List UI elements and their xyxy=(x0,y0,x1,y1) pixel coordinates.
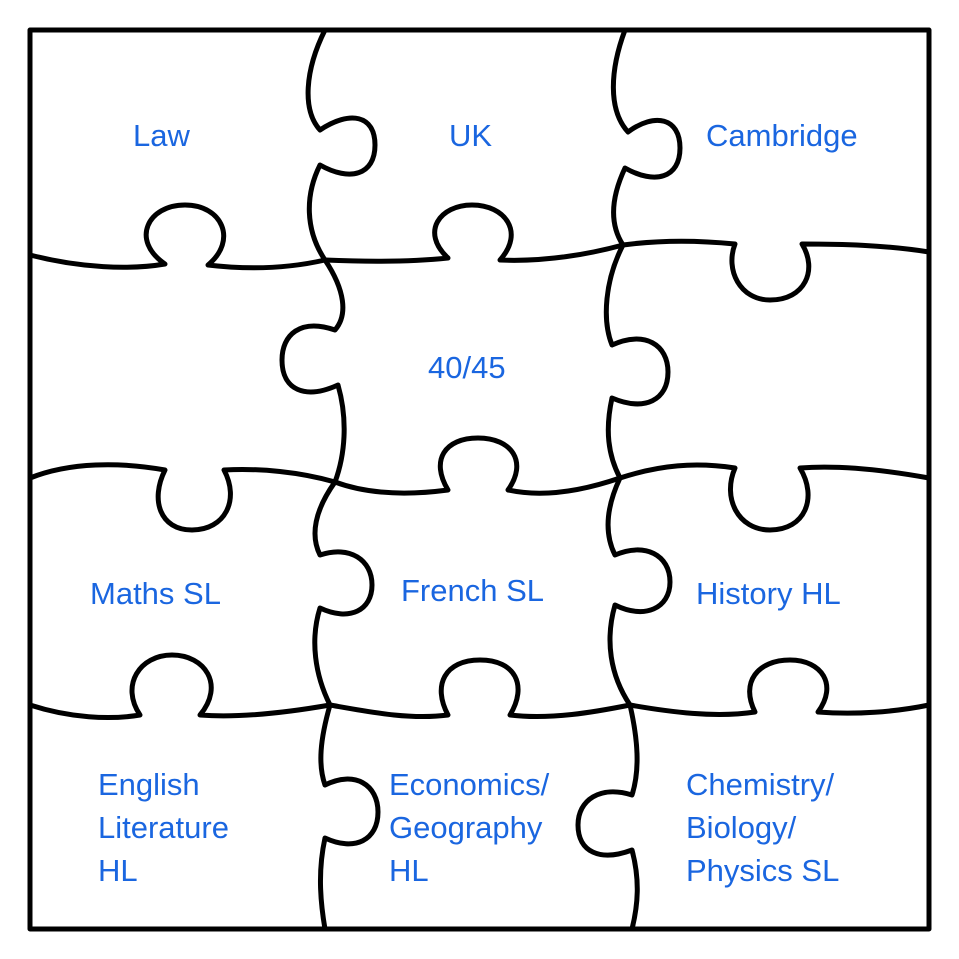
piece-label-law: Law xyxy=(133,114,190,157)
label-line: Law xyxy=(133,118,190,153)
seam-h1 xyxy=(27,202,932,303)
label-line: Geography xyxy=(389,810,543,845)
seam-v1-bottom xyxy=(318,702,381,932)
label-line: History HL xyxy=(696,576,841,611)
label-line: Maths SL xyxy=(90,576,221,611)
seam-h3 xyxy=(27,652,932,720)
label-line: Literature xyxy=(98,810,229,845)
piece-label-history: History HL xyxy=(696,572,841,615)
seam-h2 xyxy=(27,435,932,533)
seam-v2-bottom xyxy=(575,702,640,932)
piece-label-uk: UK xyxy=(449,114,492,157)
label-line: HL xyxy=(389,853,429,888)
piece-label-english: English Literature HL xyxy=(98,763,229,892)
piece-label-french: French SL xyxy=(401,569,544,612)
seam-v2-mid xyxy=(603,242,671,481)
label-line: Chemistry/ xyxy=(686,767,835,802)
piece-label-cambridge: Cambridge xyxy=(706,114,858,157)
seam-v1-top xyxy=(305,27,378,263)
label-line: Biology/ xyxy=(686,810,797,845)
seam-v2-low xyxy=(605,475,673,708)
label-line: Cambridge xyxy=(706,118,858,153)
seam-v2-top xyxy=(610,27,683,248)
label-line: UK xyxy=(449,118,493,153)
label-line: French SL xyxy=(401,573,545,608)
piece-label-science: Chemistry/ Biology/ Physics SL xyxy=(686,763,839,892)
piece-label-score: 40/45 xyxy=(428,346,506,389)
label-line: Economics/ xyxy=(389,767,550,802)
piece-label-maths: Maths SL xyxy=(90,572,221,615)
seam-v1-mid xyxy=(279,257,347,485)
label-line: Physics SL xyxy=(686,853,840,888)
label-line: HL xyxy=(98,853,138,888)
piece-label-economics: Economics/ Geography HL xyxy=(389,763,549,892)
label-line: 40/45 xyxy=(428,350,506,385)
seam-v1-low xyxy=(312,479,375,708)
label-line: English xyxy=(98,767,200,802)
